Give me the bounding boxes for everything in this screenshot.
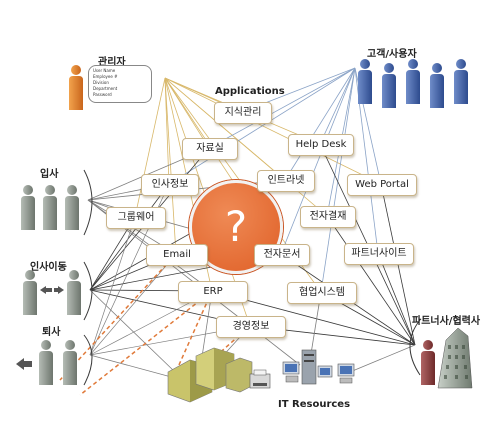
app-node-hr[interactable]: 인사정보	[141, 174, 199, 196]
resource-connector	[89, 289, 176, 373]
dashed-connector	[79, 290, 213, 396]
app-node-edoc[interactable]: 전자문서	[254, 244, 310, 266]
admin-connector	[164, 77, 328, 217]
customer-label: 고객/사용자	[367, 49, 417, 60]
join-hub-arc	[83, 169, 93, 236]
admin-label: 관리자	[98, 57, 126, 68]
customer-connector	[168, 67, 356, 185]
app-node-helpdesk[interactable]: Help Desk	[288, 134, 354, 156]
partner-label: 파트너사/협력사	[412, 316, 481, 327]
app-node-partnersite[interactable]: 파트너사이트	[344, 243, 414, 265]
form-field-password: Password	[93, 92, 112, 97]
transfer-connector	[89, 183, 170, 291]
form-field-division: Division	[93, 80, 109, 85]
partner-connector	[377, 252, 416, 346]
customer-connector	[320, 67, 356, 293]
app-node-approval[interactable]: 전자결재	[300, 206, 356, 228]
admin-connector	[164, 77, 177, 255]
customer-connector	[319, 67, 356, 145]
customer-connector	[280, 67, 356, 255]
customer-connector	[208, 67, 356, 149]
leave-label: 퇴사	[42, 327, 61, 338]
app-node-groupware[interactable]: 그룹웨어	[106, 207, 166, 229]
app-node-mgmt[interactable]: 경영정보	[216, 316, 286, 338]
partner-hub-arc	[409, 319, 421, 376]
admin-login-form: User Name Employee # Division Department…	[88, 65, 152, 103]
it-resources-title: IT Resources	[278, 399, 351, 410]
app-node-erp[interactable]: ERP	[178, 281, 248, 303]
transfer-label: 인사이동	[30, 262, 67, 273]
admin-connector	[134, 77, 166, 218]
form-field-username: User Name	[93, 68, 116, 73]
admin-connector	[164, 77, 382, 185]
form-field-employee: Employee #	[93, 74, 118, 79]
form-field-department: Department	[93, 86, 118, 91]
admin-connector	[164, 77, 170, 185]
resource-connector	[349, 344, 416, 373]
leave-hub-arc	[83, 334, 93, 386]
join-label: 입사	[40, 169, 59, 180]
app-node-pds[interactable]: 자료실	[182, 138, 238, 160]
leave-connector	[89, 253, 177, 356]
customer-connector	[284, 67, 356, 181]
app-node-intranet[interactable]: 인트라넷	[257, 170, 315, 192]
customer-connector	[354, 67, 382, 185]
app-node-webportal[interactable]: Web Portal	[347, 174, 417, 196]
transfer-hub-arc	[83, 261, 93, 321]
partner-connector	[326, 215, 416, 346]
dashed-connector	[169, 290, 213, 386]
applications-title: Applications	[215, 86, 285, 97]
app-node-km[interactable]: 지식관리	[214, 102, 272, 124]
app-node-email[interactable]: Email	[146, 244, 208, 266]
resource-connector	[89, 354, 176, 379]
app-node-collab[interactable]: 협업시스템	[287, 282, 357, 304]
dashed-connector	[59, 253, 177, 381]
leave-connector	[89, 216, 136, 356]
